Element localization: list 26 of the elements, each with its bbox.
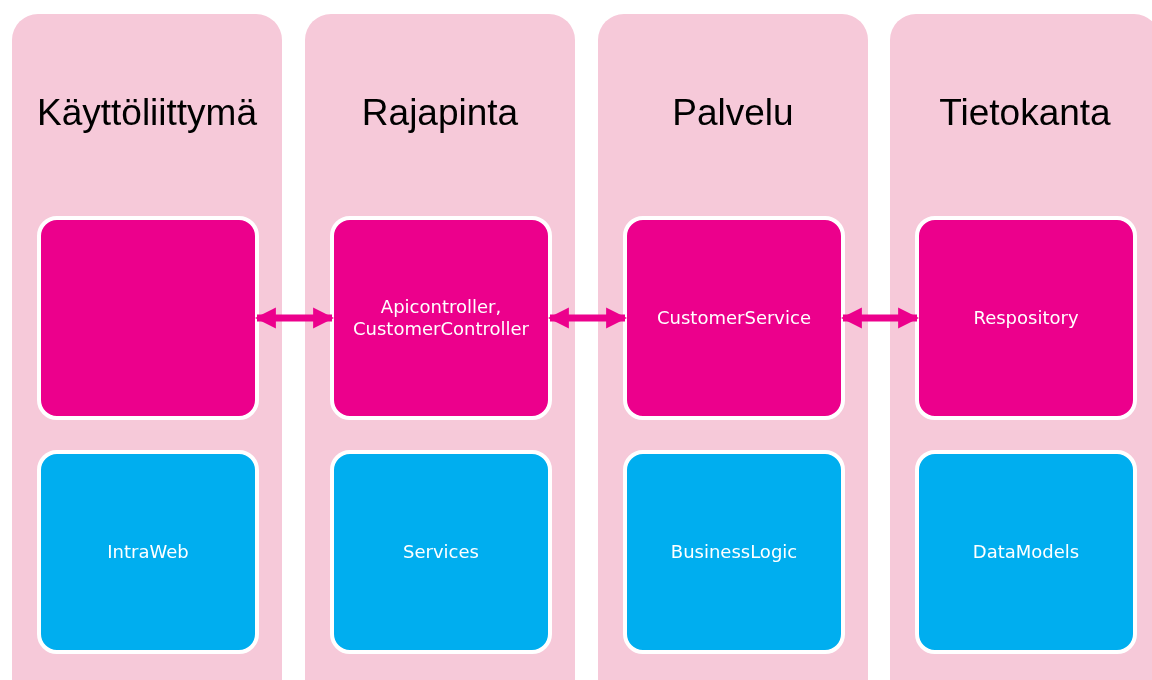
- layer-column: [598, 14, 868, 680]
- layer-box: [915, 216, 1137, 420]
- layer-title: Tietokanta: [938, 92, 1112, 134]
- layer-box: [623, 216, 845, 420]
- double-arrow: [840, 307, 920, 329]
- module-box: [915, 450, 1137, 654]
- box-label: DataModels: [972, 540, 1080, 564]
- layer-title: Käyttöliittymä: [36, 92, 258, 134]
- module-box: [330, 450, 552, 654]
- layer-box: [330, 216, 552, 420]
- double-arrow: [547, 307, 628, 329]
- empty-box: [37, 216, 259, 420]
- box-label: Respository: [973, 306, 1079, 330]
- box-label: IntraWeb: [107, 540, 189, 564]
- module-box: [37, 450, 259, 654]
- layer-title: Rajapinta: [360, 92, 520, 134]
- module-box: [623, 450, 845, 654]
- box-label: CustomerService: [657, 306, 811, 330]
- layer-column: [305, 14, 575, 680]
- box-label: Apicontroller, CustomerController: [352, 295, 530, 341]
- layer-column: [890, 14, 1152, 680]
- layer-column: [12, 14, 282, 680]
- box-label: BusinessLogic: [670, 540, 798, 564]
- box-label: Services: [403, 540, 479, 564]
- layer-title: Palvelu: [671, 92, 795, 134]
- double-arrow: [254, 307, 335, 329]
